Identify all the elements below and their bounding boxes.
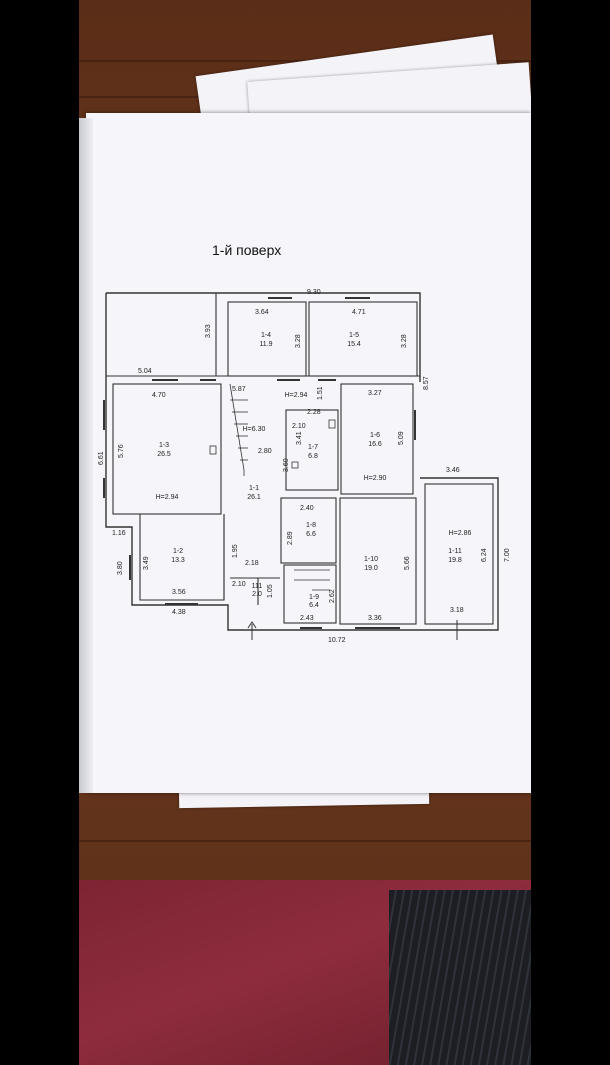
floor-title: 1-й поверх <box>212 242 282 258</box>
dim-8-57: 8.57 <box>423 376 430 390</box>
room-id: 1-11 <box>448 548 462 555</box>
dim-4-38: 4.38 <box>172 609 186 616</box>
room-id: 111 <box>252 583 263 590</box>
dim-3-28b: 3.28 <box>401 334 408 348</box>
room-area: 11.9 <box>259 341 272 348</box>
room-id: 1-1 <box>249 485 259 492</box>
dim-3-64: 3.64 <box>255 309 269 316</box>
dim-2-28: 2.28 <box>307 409 321 416</box>
room-id: 1-3 <box>159 442 169 449</box>
room-area: 19.0 <box>364 565 378 572</box>
dim-4-71: 4.71 <box>352 309 366 316</box>
room-area: 19.8 <box>448 557 462 564</box>
room-id: 1-5 <box>349 332 359 339</box>
dim-5-09: 5.09 <box>398 431 405 445</box>
dim-4-70: 4.70 <box>152 392 166 399</box>
room-area: 26.5 <box>157 451 171 458</box>
room-height: H=2.90 <box>364 475 387 482</box>
dim-2-18: 2.18 <box>245 560 259 567</box>
dim-3-36: 3.36 <box>368 615 382 622</box>
interior-walls <box>106 293 494 625</box>
wood-grain <box>79 840 531 842</box>
dimension-labels: 9.30 10.72 5.04 3.64 4.71 4.70 5.87 3.27… <box>112 289 464 644</box>
dim-3-80: 3.80 <box>117 561 124 575</box>
entrance-arrow <box>247 620 458 640</box>
room-labels: 1-4 11.9 1-5 15.4 1-3 26.5 H=2.94 H=6.30… <box>156 332 472 609</box>
dim-3-49: 3.49 <box>143 556 150 570</box>
outer-walls <box>105 292 499 631</box>
hall-height: H=2.94 <box>285 392 308 399</box>
dim-2-10: 2.10 <box>292 423 306 430</box>
room-id: 1-7 <box>308 444 318 451</box>
dim-1-05: 1.05 <box>267 584 274 598</box>
dim-6-61: 6.61 <box>98 451 105 465</box>
room-area: 26.1 <box>247 494 261 501</box>
dim-10-72: 10.72 <box>328 637 346 644</box>
room-id: 1-2 <box>173 548 183 555</box>
dim-2-62: 2.62 <box>329 589 336 603</box>
dim-3-93: 3.93 <box>205 324 212 338</box>
dim-3-46: 3.46 <box>446 467 460 474</box>
dim-3-41: 3.41 <box>296 431 303 445</box>
room-height: H=6.30 <box>243 426 266 433</box>
dim-3-60: 3.60 <box>283 458 290 472</box>
room-area: 13.3 <box>171 557 185 564</box>
room-height: H=2.86 <box>449 530 472 537</box>
room-id: 1-9 <box>309 594 319 601</box>
dim-2-80: 2.80 <box>258 448 272 455</box>
staircase <box>229 383 330 591</box>
dim-5-66: 5.66 <box>404 556 411 570</box>
dim-2-40: 2.40 <box>300 505 314 512</box>
dim-3-28a: 3.28 <box>295 334 302 348</box>
dim-1-16: 1.16 <box>112 530 126 537</box>
vertical-dimension-labels: 8.57 6.61 3.93 3.28 3.28 5.76 1.51 5.09 … <box>98 324 511 603</box>
dim-3-18: 3.18 <box>450 607 464 614</box>
dim-6-24: 6.24 <box>481 548 488 562</box>
room-area: 6.8 <box>308 453 318 460</box>
dim-5-76: 5.76 <box>118 444 125 458</box>
dim-5-04: 5.04 <box>138 368 152 375</box>
dim-3-27: 3.27 <box>368 390 382 397</box>
room-area: 15.4 <box>347 341 361 348</box>
room-id: 1-4 <box>261 332 271 339</box>
windows <box>103 297 416 629</box>
room-id: 1-10 <box>364 556 378 563</box>
dim-7-00: 7.00 <box>504 548 511 562</box>
room-area: 6.6 <box>306 531 316 538</box>
room-height: H=2.94 <box>156 494 179 501</box>
room-area: 6.4 <box>309 602 319 609</box>
dim-1-95: 1.95 <box>232 544 239 558</box>
floor-plan-sheet <box>86 113 531 793</box>
sheet-binding <box>79 118 93 793</box>
photo-background <box>79 0 531 1065</box>
dim-2-89: 2.89 <box>287 531 294 545</box>
room-id: 1-8 <box>306 522 316 529</box>
room-area: 16.6 <box>368 441 382 448</box>
striped-fabric <box>389 890 531 1065</box>
fixtures <box>209 419 336 469</box>
dim-2-43: 2.43 <box>300 615 314 622</box>
dim-5-87: 5.87 <box>232 386 246 393</box>
dim-2-10b: 2.10 <box>232 581 246 588</box>
room-id: 1-6 <box>370 432 380 439</box>
dim-1-51: 1.51 <box>317 386 324 400</box>
dim-9-30: 9.30 <box>307 289 321 296</box>
room-area: 2.0 <box>252 591 262 598</box>
dim-3-56: 3.56 <box>172 589 186 596</box>
